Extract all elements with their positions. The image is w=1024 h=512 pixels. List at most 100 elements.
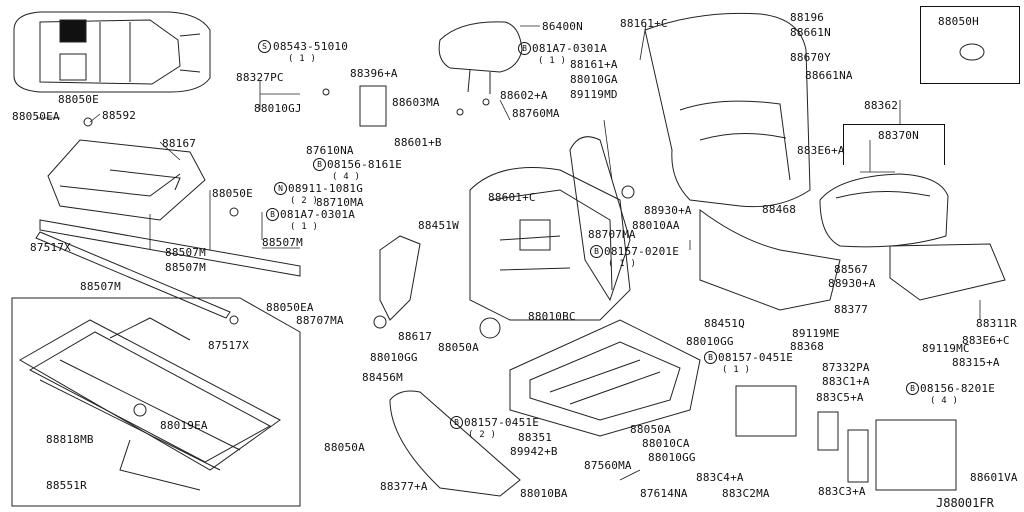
label-88601B: 88601+B [394,136,442,149]
label-88327PC: 88327PC [236,71,284,84]
label-87560MA: 87560MA [584,459,632,472]
label-88351: 88351 [518,431,553,444]
label-08156a-qty: ( 4 ) [332,172,361,182]
label-88377A: 88377+A [380,480,428,493]
label-88707MA-b: 88707MA [296,314,344,327]
label-88050E-top: 88050E [58,93,99,106]
label-88050A-mid: 88050A [438,341,479,354]
side-airbag-drawing [379,235,421,321]
label-883E6C: 883E6+C [962,334,1010,347]
back-pad-drawing [569,136,631,302]
callout-88050H-box [920,6,1020,84]
label-89119MC: 89119MC [922,342,970,355]
label-88010GA: 88010GA [570,73,618,86]
label-87332PA: 87332PA [822,361,870,374]
label-88507M-c: 88507M [165,261,206,274]
label-88661NA: 88661NA [805,69,853,82]
label-88670Y: 88670Y [790,51,831,64]
label-081A7a-qty: ( 1 ) [538,56,567,66]
seat-rail-drawing [18,317,281,491]
label-87610NA: 87610NA [306,144,354,157]
label-88010GJ: 88010GJ [254,102,302,115]
label-88368: 88368 [790,340,825,353]
symbol-b-08156b: B [906,382,919,395]
label-88507M-d: 88507M [80,280,121,293]
label-88362: 88362 [864,99,899,112]
label-88507M-a: 88507M [165,246,206,259]
label-08157c: 08157-0451E [464,416,540,429]
label-88551R: 88551R [46,479,87,492]
small-parts [83,85,957,491]
label-88601C: 88601+C [488,191,536,204]
label-88311R: 88311R [976,317,1017,330]
label-081A7b: 081A7-0301A [280,208,356,221]
label-88602A: 88602+A [500,89,548,102]
symbol-b-08157a: B [590,245,603,258]
label-883C3A: 883C3+A [818,485,866,498]
label-88167: 88167 [162,137,197,150]
label-08156b: 08156-8201E [920,382,996,395]
symbol-b-08157b: B [704,351,717,364]
label-88010GG-b: 88010GG [686,335,734,348]
vehicle-locator-drawing [13,11,211,93]
seatback-cover-drawing [644,12,811,208]
label-88760MA: 88760MA [512,107,560,120]
label-88930A-b: 88930+A [828,277,876,290]
label-88617: 88617 [398,330,433,343]
label-88050A-c: 88050A [324,441,365,454]
headrest-drawing [438,21,523,94]
label-08157b: 08157-0451E [718,351,794,364]
label-88161C: 88161+C [620,17,668,30]
label-89942B: 89942+B [510,445,558,458]
label-081A7b-qty: ( 1 ) [290,222,319,232]
label-883C1A: 883C1+A [822,375,870,388]
symbol-n-08911: N [274,182,287,195]
label-88315A: 88315+A [952,356,1000,369]
label-87517X-a: 87517X [30,241,71,254]
label-88396A: 88396+A [350,67,398,80]
label-081A7a: 081A7-0301A [532,42,608,55]
label-88050EA-top: 88050EA [12,110,60,123]
label-86400N: 86400N [542,20,583,33]
label-88010AA: 88010AA [632,219,680,232]
label-883C4A: 883C4+A [696,471,744,484]
label-88468: 88468 [762,203,797,216]
symbol-b-081A7a: B [518,42,531,55]
label-08156a: 08156-8161E [327,158,403,171]
label-08543: 08543-51010 [273,40,349,53]
rail-assembly-frame [11,297,301,507]
label-88507M-b: 88507M [262,236,303,249]
label-88010GG-a: 88010GG [370,351,418,364]
label-88010CA: 88010CA [642,437,690,450]
label-08157a: 08157-0201E [604,245,680,258]
label-88661N: 88661N [790,26,831,39]
label-88019EA: 88019EA [160,419,208,432]
label-883C2MA: 883C2MA [722,487,770,500]
label-08911-qty: ( 2 ) [290,196,319,206]
symbol-b-081A7b: B [266,208,279,221]
label-883E6A: 883E6+A [797,144,845,157]
label-88050EA-mid: 88050EA [266,301,314,314]
label-88930A-top: 88930+A [644,204,692,217]
label-08911: 08911-1081G [288,182,364,195]
label-88451Q: 88451Q [704,317,745,330]
label-88707MA-top: 88707MA [588,228,636,241]
label-87517X-b: 87517X [208,339,249,352]
label-88370N: 88370N [878,129,919,142]
label-88601VA: 88601VA [970,471,1018,484]
label-88010BA: 88010BA [520,487,568,500]
label-08157a-qty: ( 1 ) [608,259,637,269]
label-88451W: 88451W [418,219,459,232]
label-08543-qty: ( 1 ) [288,54,317,64]
symbol-s-08543: S [258,40,271,53]
callout-88362-box [843,124,945,165]
label-88050H: 88050H [938,15,979,28]
part-88050H-drawing [959,43,985,61]
label-88161A: 88161+A [570,58,618,71]
symbol-b-08157c: B [450,416,463,429]
side-cover-drawing [389,390,521,497]
seatback-frame-drawing [469,167,631,339]
label-89119ME: 89119ME [792,327,840,340]
label-88050E-mid: 88050E [212,187,253,200]
